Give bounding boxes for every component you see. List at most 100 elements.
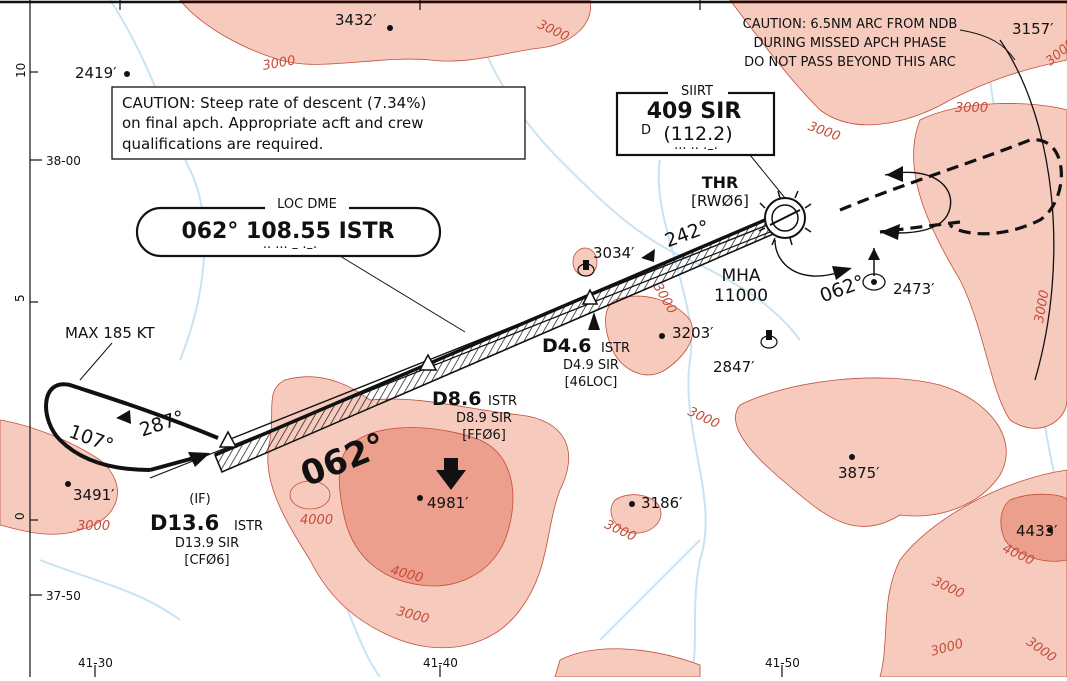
loc-label-bg <box>265 198 349 212</box>
terrain-low-blob <box>610 494 662 534</box>
lon-label-41-30: 41-30 <box>78 656 113 670</box>
highest-terrain-arrow <box>436 458 466 490</box>
lon-label-41-50: 41-50 <box>765 656 800 670</box>
elevation-3034: 3034′ <box>593 244 635 262</box>
loc-dme-text: 062° 108.55 ISTR <box>181 219 394 244</box>
fix-d86-line3: [FFØ6] <box>462 428 506 443</box>
terrain-high-right <box>1000 493 1067 562</box>
terrain-bottom-center <box>554 648 701 678</box>
terrain-high-central <box>338 427 514 587</box>
holding-pattern <box>879 171 952 234</box>
missed-arrow-head <box>880 224 900 240</box>
fix-triangle-d136 <box>218 430 238 448</box>
lon-label-41-40: 41-40 <box>423 656 458 670</box>
lat-label-37-50: 37-50 <box>46 589 81 603</box>
elevation-3432: 3432′ <box>335 11 377 29</box>
elevation-3186: 3186′ <box>641 494 683 512</box>
procedure-turn-arrow <box>188 452 210 467</box>
fix-d46-name: D4.6 <box>542 335 591 357</box>
fix-d136-line3: [CFØ6] <box>184 553 229 568</box>
caution-descent-box <box>111 86 526 160</box>
vor-prefix: D <box>641 123 651 138</box>
terrain-right-mass <box>735 377 1007 527</box>
terrain-high-areas <box>338 427 1067 587</box>
caution-arc-leader <box>959 29 1016 61</box>
ndb-arc <box>999 39 1055 381</box>
max-speed-label: MAX 185 KT <box>65 324 155 342</box>
threshold-runway: [RWØ6] <box>691 192 749 210</box>
loc-dme-morse: ·· ··· – ·–· <box>263 241 317 256</box>
caution-arc-line-3: DO NOT PASS BEYOND THIS ARC <box>744 55 956 70</box>
obstacle-icon-3034 <box>577 260 595 277</box>
fix-d136-name: D13.6 <box>150 511 219 535</box>
caution-arc-line-1: CAUTION: 6.5NM ARC FROM NDB <box>743 17 958 32</box>
missed-approach-path <box>839 138 1063 236</box>
fix-d136-line2: D13.9 SIR <box>175 536 239 551</box>
terrain-mid-blob <box>605 295 694 376</box>
elevation-4981: 4981′ <box>427 494 469 512</box>
elevation-2473: 2473′ <box>893 280 935 298</box>
fix-triangle-d46 <box>581 288 599 305</box>
elevation-3875: 3875′ <box>838 464 880 482</box>
elevation-3157: 3157′ <box>1012 20 1054 38</box>
caution-descent-line-2: on final apch. Appropriate acft and crew <box>122 114 423 132</box>
fix-d86-line2: D8.9 SIR <box>456 411 512 426</box>
final-approach-thick <box>214 218 766 457</box>
elevation-4433: 4433′ <box>1016 522 1058 540</box>
ndb-icon <box>862 248 886 291</box>
procedure-turn <box>44 382 219 472</box>
mha-turn-arrow <box>832 266 852 280</box>
terrain-right-ridge <box>913 103 1067 429</box>
terrain-top-right <box>729 0 1067 126</box>
contour-label-11: 3000 <box>77 519 110 534</box>
fix-d136-prefix: (IF) <box>189 492 210 507</box>
vor-label-bg <box>668 84 728 98</box>
fix-triangle-d86 <box>418 353 438 371</box>
proc-out-arrow <box>116 410 131 424</box>
vor-ident: 409 SIR <box>647 99 742 124</box>
fix-d46-sub: ISTR <box>601 341 630 356</box>
mha-label: MHA <box>721 266 760 286</box>
fix-d46-line2: D4.9 SIR <box>563 358 619 373</box>
caution-descent-line-3: qualifications are required. <box>122 135 323 153</box>
vor-box[interactable] <box>615 91 776 157</box>
caution-arc-line-2: DURING MISSED APCH PHASE <box>754 36 947 51</box>
mha-turn <box>774 239 841 277</box>
contour-label-7: 4000 <box>300 513 333 528</box>
terrain-left-edge <box>0 419 118 535</box>
vor-freq: (112.2) <box>663 123 732 145</box>
d46-marker <box>588 312 600 330</box>
mha-value: 11000 <box>714 286 768 306</box>
grid-tick-10: 10 <box>14 63 28 78</box>
contour-label-2: 3000 <box>261 53 296 74</box>
holding-arrow <box>886 166 903 182</box>
elevation-3203: 3203′ <box>672 324 714 342</box>
elevation-2847: 2847′ <box>713 358 755 376</box>
fix-d86-name: D8.6 <box>432 388 481 410</box>
fix-d86-sub: ISTR <box>488 394 517 409</box>
loc-box-leader <box>339 255 466 333</box>
fix-d136-sub: ISTR <box>234 519 263 534</box>
threshold-symbol <box>758 190 812 246</box>
elevation-dots <box>65 25 1053 533</box>
loc-dme-label: LOC DME <box>277 197 337 212</box>
vor-leader <box>749 154 786 199</box>
grid-tick-0: 0 <box>13 512 27 520</box>
terrain-top-center <box>179 0 592 65</box>
threshold-label: THR <box>702 173 739 192</box>
vor-morse: ··· ·· ·–· <box>674 142 718 157</box>
lat-label-38-00: 38-00 <box>46 154 81 168</box>
elevation-2419: 2419′ <box>75 64 117 82</box>
caution-descent-line-1: CAUTION: Steep rate of descent (7.34%) <box>122 94 426 112</box>
vor-label: SIIRT <box>681 84 713 99</box>
grid-tick-5: 5 <box>13 294 27 302</box>
obstacle-icon-2847 <box>760 330 778 349</box>
fix-d46-line3: [46LOC] <box>565 375 618 390</box>
outbound-arrow <box>641 249 655 262</box>
contour-label-17: 3000 <box>1032 289 1053 324</box>
elevation-3491: 3491′ <box>73 486 115 504</box>
contour-label-4: 3000 <box>955 101 988 116</box>
